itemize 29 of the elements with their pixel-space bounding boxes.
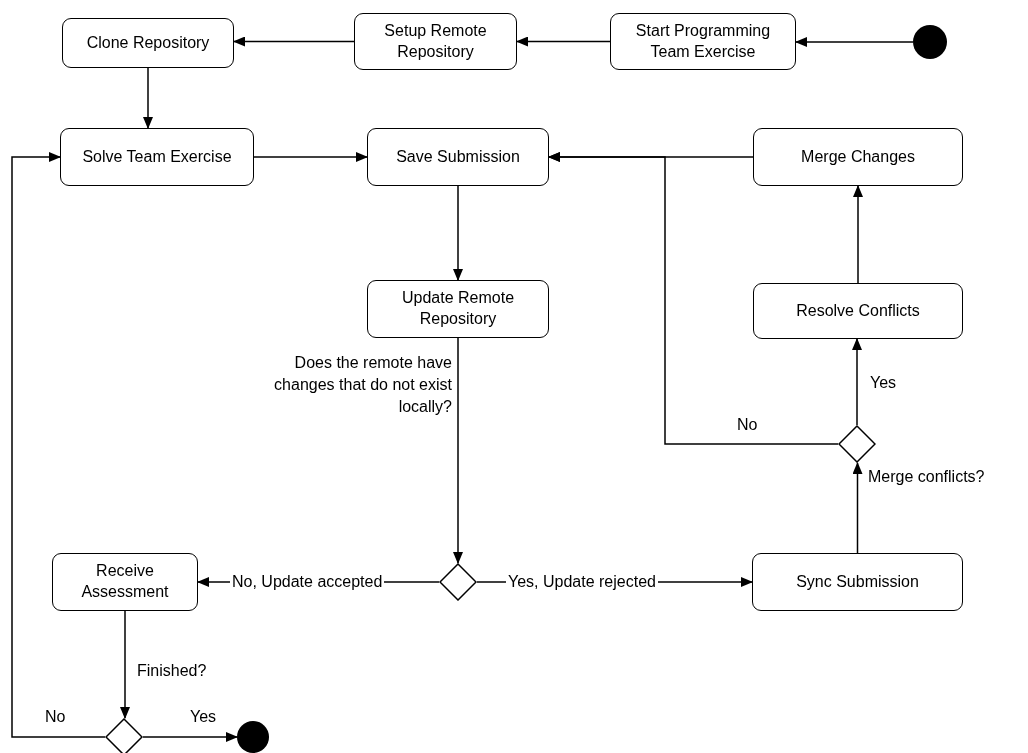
filled-circle	[237, 721, 269, 753]
process-box: Setup Remote Repository	[354, 13, 517, 70]
arrow	[142, 732, 238, 742]
arrow	[143, 67, 153, 129]
filled-circle	[913, 25, 947, 59]
decision-diamond	[439, 563, 477, 601]
process-box: Save Submission	[367, 128, 549, 186]
decision-diamond	[105, 718, 143, 753]
process-box: Receive Assessment	[52, 553, 198, 611]
process-box: Solve Team Exercise	[60, 128, 254, 186]
decision-diamond	[838, 425, 876, 463]
arrow	[852, 462, 863, 554]
arrow	[853, 185, 863, 284]
arrow	[852, 338, 862, 426]
arrow	[253, 152, 368, 162]
arrow	[795, 37, 914, 47]
process-box: Resolve Conflicts	[753, 283, 963, 339]
arrow	[516, 36, 611, 47]
arrow	[120, 610, 130, 719]
arrow	[11, 152, 106, 738]
arrow	[453, 337, 463, 564]
arrow	[548, 152, 754, 162]
process-box: Merge Changes	[753, 128, 963, 186]
process-box: Clone Repository	[62, 18, 234, 68]
process-box: Sync Submission	[752, 553, 963, 611]
arrow	[453, 185, 463, 281]
process-box: Start Programming Team Exercise	[610, 13, 796, 70]
arrow	[233, 36, 355, 47]
process-box: Update Remote Repository	[367, 280, 549, 338]
